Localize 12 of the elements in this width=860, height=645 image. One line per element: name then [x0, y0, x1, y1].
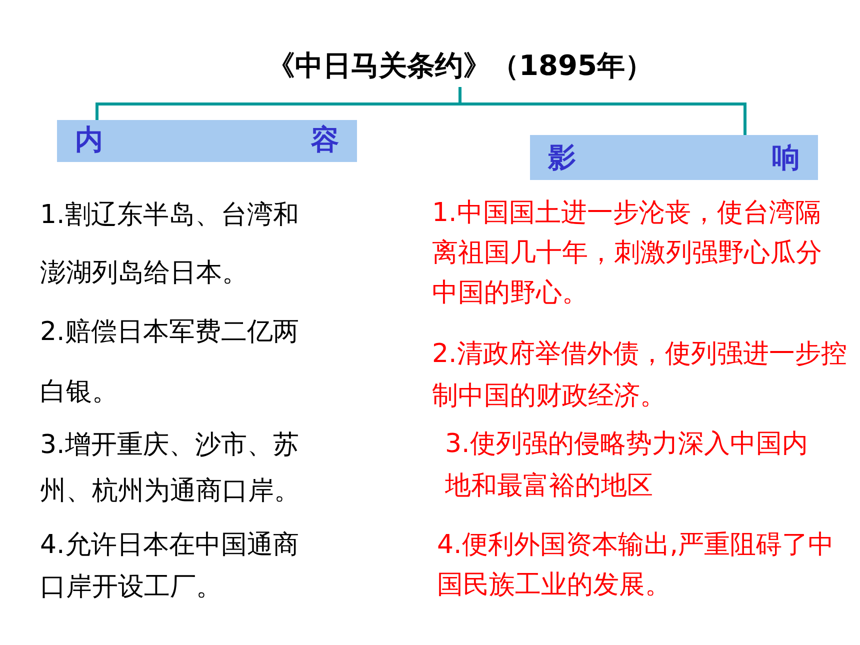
heading-bar: 内容	[57, 120, 357, 162]
list-item: 2.赔偿日本军费二亿两白银。	[40, 316, 300, 409]
list-item: 4.便利外国资本输出,严重阻碍了中国民族工业的发展。	[437, 529, 836, 602]
list-item: 1.割辽东半岛、台湾和澎湖列岛给日本。	[40, 199, 300, 290]
list-item: 1.中国国土进一步沦丧，使台湾隔离祖国几十年，刺激列强野心瓜分中国的野心。	[432, 197, 823, 310]
list-item: 3.增开重庆、沙市、苏州、杭州为通商口岸。	[40, 429, 301, 508]
list-item: 3.使列强的侵略势力深入中国内地和最富裕的地区	[445, 428, 809, 503]
list-item: 4.允许日本在中国通商口岸开设工厂。	[40, 529, 300, 604]
heading-bar: 影响	[530, 135, 818, 180]
bracket-connector	[458, 87, 746, 135]
list-item: 2.清政府举借外债，使列强进一步控制中国的财政经济。	[432, 338, 848, 413]
title-text: 《中日马关条约》（1895年）	[240, 45, 680, 87]
